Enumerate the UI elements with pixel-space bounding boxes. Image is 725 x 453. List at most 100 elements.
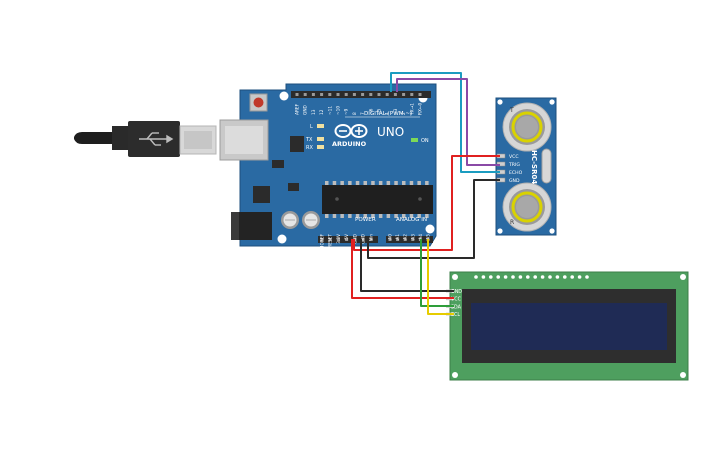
- chip-pin: [394, 181, 398, 185]
- chip-pin: [355, 214, 360, 218]
- chip-pin: [371, 181, 375, 185]
- header-pin[interactable]: [402, 93, 406, 96]
- header-pin[interactable]: [303, 93, 307, 96]
- pin-label: A2: [403, 234, 409, 240]
- wire-vcc-red[interactable]: [353, 155, 500, 251]
- header-pin[interactable]: [311, 93, 315, 96]
- lcd-pin-hole: [585, 275, 589, 279]
- header-pin[interactable]: [410, 93, 414, 96]
- receiver-label: R: [510, 219, 514, 226]
- lcd-pin-hole: [548, 275, 552, 279]
- chip-pin: [332, 214, 337, 218]
- header-pin[interactable]: [344, 93, 348, 96]
- icsp-header: [290, 136, 304, 152]
- lcd-pin-hole: [503, 275, 508, 279]
- pin-label: ~9: [344, 108, 350, 115]
- pin-label: RESET: [328, 234, 334, 248]
- wire-lcd-sda-green[interactable]: [420, 239, 454, 307]
- reset-button[interactable]: [249, 93, 268, 112]
- header-pin[interactable]: [336, 93, 340, 96]
- chip-pin: [417, 181, 421, 185]
- lcd-screen: [471, 303, 667, 350]
- transmitter-label: T: [509, 107, 514, 114]
- chip-pin: [355, 181, 360, 185]
- header-pin[interactable]: [320, 93, 324, 96]
- analog-header-label: ANALOG IN: [396, 217, 427, 223]
- brand-label: ARDUINO: [332, 140, 367, 148]
- header-pin[interactable]: [385, 93, 389, 96]
- chip-pin: [394, 214, 398, 218]
- header-pin[interactable]: [369, 238, 373, 241]
- small-chip: [272, 160, 284, 168]
- header-pin[interactable]: [336, 238, 340, 241]
- chip-pin: [417, 214, 421, 218]
- atmega-chip: [322, 181, 433, 218]
- header-pin[interactable]: [411, 238, 415, 241]
- pin-label: 8: [352, 112, 358, 115]
- pin-label: 2: [401, 112, 407, 115]
- led-tx-label: TX: [305, 137, 313, 143]
- header-pin[interactable]: [403, 238, 407, 241]
- chip-pin: [425, 181, 429, 185]
- lcd-pin-label: GND: [451, 289, 462, 295]
- header-pin[interactable]: [320, 238, 324, 241]
- wire-lcd-scl-yellow[interactable]: [427, 239, 454, 315]
- regulator-chip: [253, 186, 270, 203]
- header-pin[interactable]: [388, 238, 392, 241]
- lcd-pin-hole: [481, 275, 486, 279]
- wires: [351, 72, 500, 315]
- wire-echo-purple[interactable]: [396, 78, 500, 166]
- chip-pin: [425, 214, 429, 218]
- pin-label: RX←0: [418, 102, 424, 115]
- header-pin[interactable]: [361, 238, 365, 241]
- header-pin[interactable]: [328, 238, 332, 241]
- lcd-pin-hole: [577, 275, 582, 279]
- header-pin[interactable]: [369, 93, 373, 96]
- pin-label: 12: [319, 109, 325, 115]
- header-pin[interactable]: [377, 93, 381, 96]
- lcd-pin-label: SCL: [451, 312, 460, 318]
- pin-label: 4: [385, 112, 391, 115]
- mounting-hole: [277, 234, 287, 244]
- pin-label: ~11: [327, 106, 333, 115]
- header-pin[interactable]: [295, 93, 299, 96]
- led-l-label: L: [310, 124, 313, 130]
- wire-gnd-black[interactable]: [367, 179, 500, 259]
- lcd-pin-hole: [489, 275, 493, 279]
- lcd-pin-hole: [570, 275, 574, 279]
- arduino-uno-board[interactable]: L TX RX ON ARDUINO UNO: [219, 83, 437, 248]
- chip-pin: [363, 214, 367, 218]
- led-indicators: L TX RX ON: [305, 124, 429, 151]
- lcd-pin-hole: [474, 275, 478, 279]
- chip-pin: [378, 214, 383, 218]
- wire-lcd-gnd-black[interactable]: [360, 239, 454, 292]
- chip-pin: [363, 181, 367, 185]
- pin-label: 5V: [344, 234, 350, 240]
- pin-label: ~3: [393, 108, 399, 115]
- wire-trig-cyan[interactable]: [390, 72, 500, 173]
- chip-pin: [340, 214, 344, 218]
- sensor-pin-label: VCC: [509, 154, 519, 160]
- header-pin[interactable]: [328, 93, 332, 96]
- lcd-pin-label: SDA: [451, 304, 462, 310]
- mounting-hole: [279, 91, 289, 101]
- header-pin[interactable]: [393, 93, 397, 96]
- header-pin[interactable]: [345, 238, 349, 241]
- mounting-hole: [425, 224, 435, 234]
- sensor-pin-label: ECHO: [509, 170, 523, 176]
- pin-label: GND: [361, 233, 367, 244]
- header-pin[interactable]: [361, 93, 365, 96]
- header-pin[interactable]: [418, 93, 422, 96]
- pin-label: Vin: [369, 234, 375, 241]
- usb-cable[interactable]: [74, 121, 217, 157]
- power-header-label: POWER: [355, 217, 376, 223]
- chip-pin: [371, 214, 375, 218]
- header-pin[interactable]: [396, 238, 400, 241]
- header-pin[interactable]: [352, 93, 356, 96]
